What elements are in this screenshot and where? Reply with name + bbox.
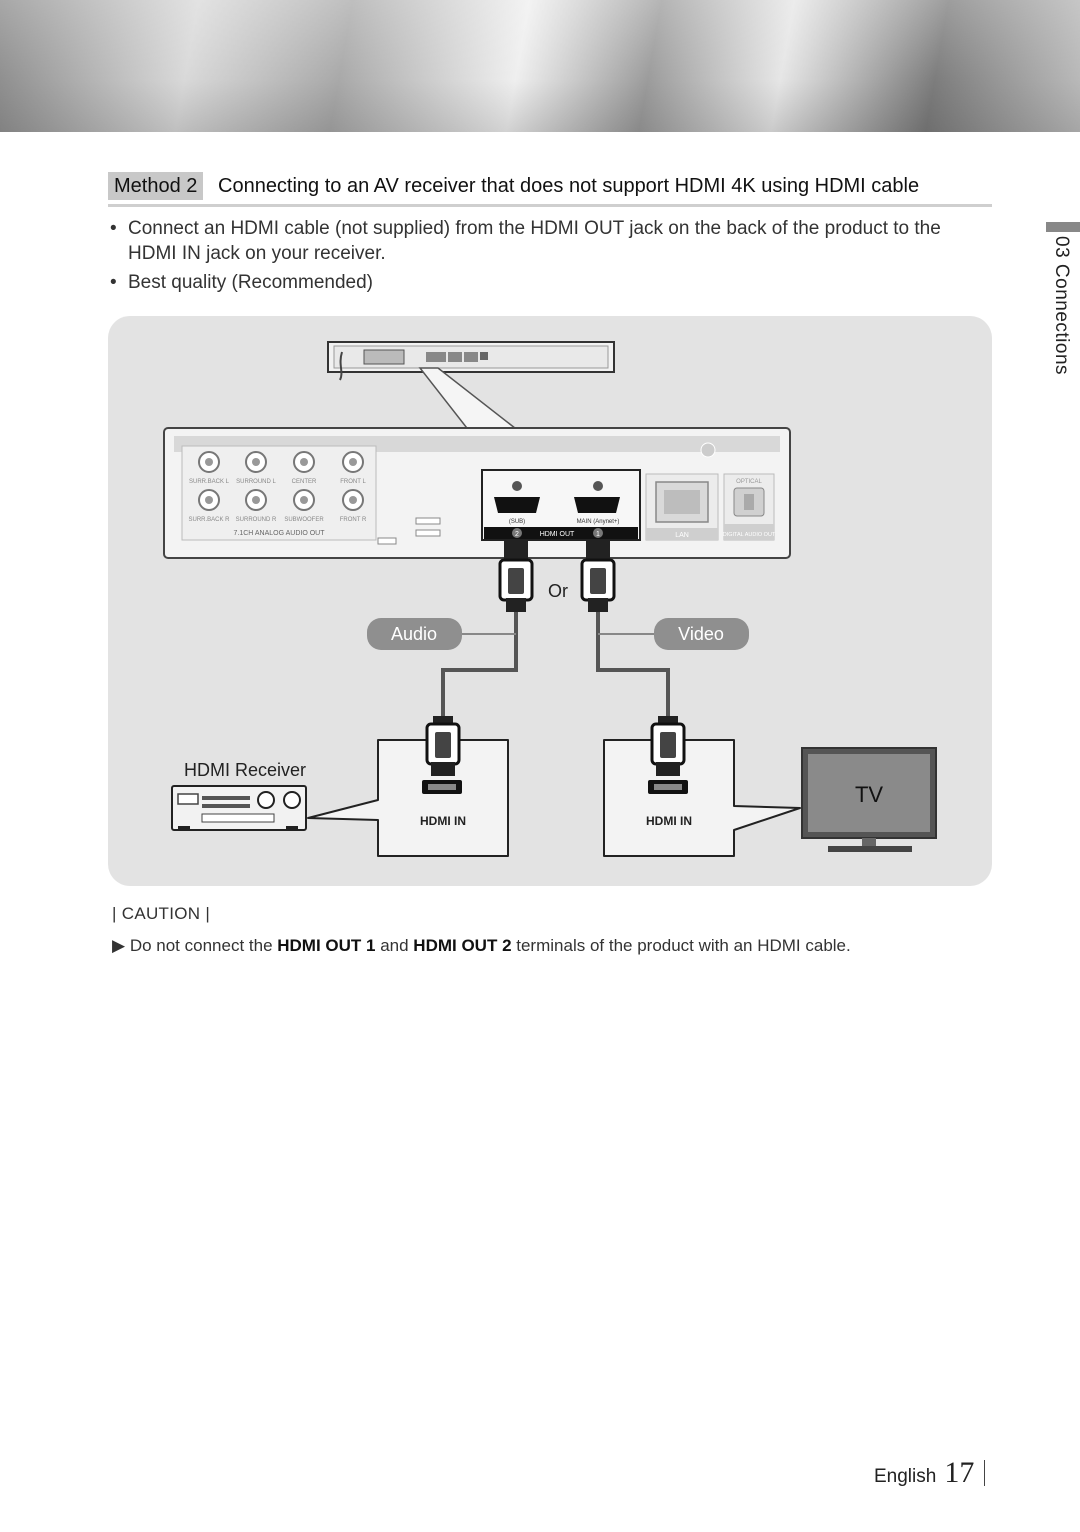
analog-jack-label: SURROUND R [236,517,277,523]
player-unit [327,341,615,381]
or-label: Or [548,581,568,601]
hdmi-in-label: HDMI IN [646,814,692,828]
caution-text: and [375,936,414,955]
audio-pill: Audio [367,618,462,650]
hdmi-main-label: MAIN (Anynet+) [577,519,620,525]
hdmi-port-2-badge: 2 [515,531,519,538]
hdmi-plug-video [580,540,616,612]
caution-term: HDMI OUT 1 [277,936,376,955]
optical-label: OPTICAL [736,479,762,485]
hdmi-port-1-badge: 1 [596,531,600,538]
page-number: 17 [944,1456,975,1489]
analog-jack-label: SURR.BACK R [188,517,230,523]
lan-label: LAN [675,532,689,539]
caution-note: ▶ Do not connect the HDMI OUT 1 and HDMI… [112,936,851,956]
heading-title: Connecting to an AV receiver that does n… [218,175,920,197]
tv-device: TV [801,747,937,852]
list-item: Best quality (Recommended) [110,270,970,295]
receiver-device [171,785,307,831]
hdmi-out-label: HDMI OUT [540,531,575,538]
hdmi-plug-receiver [425,716,461,776]
hdmi-in-label: HDMI IN [420,814,466,828]
tv-label: TV [855,782,883,807]
caution-title: | CAUTION | [112,904,211,923]
tv-hdmi-in-callout: HDMI IN [603,739,801,857]
video-pill: Video [654,618,749,650]
list-item: Connect an HDMI cable (not supplied) fro… [110,216,970,266]
page-footer: English 17 [874,1456,986,1490]
footer-language: English [874,1466,937,1487]
hdmi-receiver-label: HDMI Receiver [184,760,306,780]
analog-jack-label: CENTER [292,479,317,485]
analog-audio-out-label: 7.1CH ANALOG AUDIO OUT [233,530,325,537]
chapter-tab-marker [1046,222,1080,232]
hdmi-plug-audio [498,540,534,612]
instruction-list: Connect an HDMI cable (not supplied) fro… [110,216,970,299]
hdmi-sub-label: (SUB) [509,519,525,525]
video-label: Video [678,624,724,644]
footer-divider [984,1460,986,1486]
caution-text: Do not connect the [129,936,278,955]
rear-panel: SURR.BACK L SURROUND L CENTER FRONT L SU… [163,427,791,559]
digital-audio-out-label: DIGITAL AUDIO OUT [723,532,776,538]
analog-jack-label: SURR.BACK L [189,479,230,485]
analog-jack-label: SUBWOOFER [284,517,324,523]
method-tag: Method 2 [108,172,204,200]
audio-label: Audio [391,624,437,644]
analog-jack-label: SURROUND L [236,479,276,485]
receiver-hdmi-in-callout: HDMI IN [307,739,509,857]
hdmi-cables [441,612,670,718]
header-banner [0,0,1080,132]
analog-jack-label: FRONT R [340,517,367,523]
caution-text: terminals of the product with an HDMI ca… [511,936,851,955]
analog-jack-label: FRONT L [340,479,366,485]
caution-arrow-icon: ▶ [112,936,126,955]
section-heading: Method 2 Connecting to an AV receiver th… [108,172,992,207]
caution-term: HDMI OUT 2 [413,936,512,955]
hdmi-plug-tv [650,716,686,776]
